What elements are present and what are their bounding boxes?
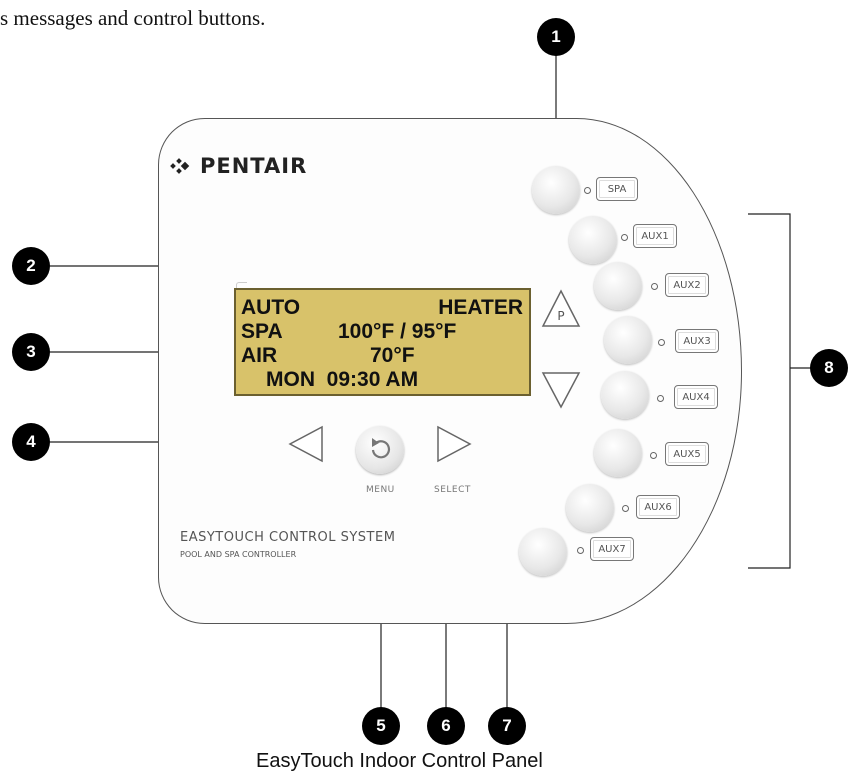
system-subtitle: POOL AND SPA CONTROLLER [180, 550, 297, 559]
spa-button[interactable] [532, 166, 580, 214]
aux1-button[interactable] [569, 216, 617, 264]
aux7-button[interactable] [519, 528, 567, 576]
brand-name: PENTAIR [200, 154, 308, 178]
intro-text: s messages and control buttons. [0, 6, 266, 30]
aux3-button[interactable] [604, 316, 652, 364]
aux2-key-label: AUX2 [665, 273, 709, 297]
aux7-led [577, 547, 584, 554]
spa-key-label: SPA [596, 177, 638, 201]
aux5-key-label: AUX5 [665, 442, 709, 466]
menu-label: MENU [366, 485, 395, 495]
callout-8: 8 [810, 349, 848, 387]
aux2-button[interactable] [594, 262, 642, 310]
aux4-led [657, 395, 664, 402]
aux4-button[interactable] [601, 371, 649, 419]
aux6-led [622, 505, 629, 512]
select-label: SELECT [434, 485, 471, 495]
system-name: EASYTOUCH CONTROL SYSTEM [180, 530, 396, 545]
lcd-day-time: MON 09:30 AM [266, 368, 419, 391]
callout-7: 7 [488, 707, 526, 745]
aux4-key-label: AUX4 [674, 385, 718, 409]
lcd-mode: AUTO [241, 296, 301, 319]
aux3-led [658, 339, 665, 346]
aux7-key-label: AUX7 [590, 537, 634, 561]
menu-button[interactable] [356, 426, 404, 474]
down-button[interactable] [540, 370, 582, 410]
lcd-spa-label: SPA [241, 320, 283, 343]
aux1-led [621, 234, 628, 241]
callout-5: 5 [362, 707, 400, 745]
pentair-logo-icon [170, 158, 190, 174]
select-right-button[interactable] [434, 424, 474, 464]
callout-1: 1 [537, 18, 575, 56]
pentair-logo: PENTAIR [168, 154, 307, 178]
callout-2: 2 [12, 247, 50, 285]
lcd-heater: HEATER [438, 296, 523, 319]
spa-led [584, 187, 591, 194]
lcd-spa-temps: 100°F / 95°F [338, 320, 457, 343]
lcd-display: AUTO HEATER SPA 100°F / 95°F AIR 70°F MO… [234, 288, 531, 396]
menu-rotate-icon [371, 438, 391, 459]
lcd-air-temp: 70°F [370, 344, 415, 367]
aux1-key-label: AUX1 [633, 224, 677, 248]
aux6-button[interactable] [566, 484, 614, 532]
aux3-key-label: AUX3 [675, 329, 719, 353]
p-button-label: P [557, 309, 564, 323]
callout-6: 6 [427, 707, 465, 745]
callout-4: 4 [12, 423, 50, 461]
aux5-led [650, 452, 657, 459]
aux5-button[interactable] [594, 429, 642, 477]
p-up-button[interactable]: P [540, 288, 582, 330]
aux2-led [651, 283, 658, 290]
callout-3: 3 [12, 333, 50, 371]
figure-caption: EasyTouch Indoor Control Panel [256, 750, 543, 772]
left-arrow-button[interactable] [286, 424, 326, 464]
aux6-key-label: AUX6 [636, 495, 680, 519]
lcd-air-label: AIR [241, 344, 278, 367]
